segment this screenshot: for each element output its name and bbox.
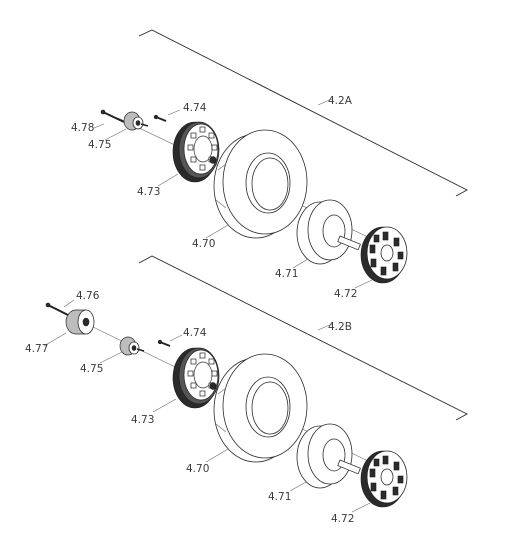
tyre-a	[213, 129, 308, 239]
label-adapter-b: 4.77	[25, 343, 48, 355]
outer-rim-a	[360, 226, 408, 284]
leader-471-a	[292, 258, 309, 269]
adapter-b	[65, 309, 95, 335]
assembly-a-leader	[317, 98, 333, 106]
inner-rim-a	[172, 121, 220, 183]
leader-475-b	[99, 351, 123, 364]
bolt-rim-b	[157, 339, 171, 347]
assembly-a-label: 4.2A	[328, 95, 353, 107]
assembly-a: 4.2A 4.78 4.75 4.74	[71, 29, 468, 300]
assembly-b-leader	[317, 323, 333, 331]
tube-b	[296, 423, 361, 489]
leader-473-b	[152, 398, 177, 413]
hub-b	[119, 336, 145, 356]
leader-478-a	[93, 123, 105, 129]
outer-rim-b	[360, 450, 408, 508]
label-hub-a: 4.75	[88, 139, 111, 151]
leader-470-a	[205, 224, 229, 239]
leader-476-b	[63, 299, 75, 308]
tyre-b	[213, 353, 308, 463]
label-tube-a: 4.71	[275, 268, 298, 280]
label-tube-b: 4.71	[268, 491, 291, 503]
label-bolt-rim-b: 4.74	[183, 327, 207, 339]
leader-472-b	[351, 502, 371, 513]
tube-a	[296, 199, 361, 265]
bolt-adapter-b	[45, 302, 69, 316]
label-tyre-a: 4.70	[192, 238, 215, 250]
bolt-hub-a	[100, 109, 125, 123]
label-inner-rim-b: 4.73	[131, 414, 154, 426]
leader-471-b	[289, 481, 307, 492]
assembly-b: 4.2B 4.76 4.77 4.75	[25, 255, 468, 525]
leader-474-a	[167, 109, 181, 116]
inner-rim-b	[172, 347, 220, 409]
label-bolt-rim-a: 4.74	[183, 102, 207, 114]
label-outer-rim-b: 4.72	[331, 513, 354, 525]
assembly-b-bracket	[138, 255, 468, 421]
label-tyre-b: 4.70	[186, 463, 209, 475]
label-inner-rim-a: 4.73	[137, 186, 160, 198]
assembly-b-label: 4.2B	[328, 321, 352, 333]
leader-474-b	[169, 334, 183, 342]
leader-475-a	[104, 128, 127, 141]
label-bolt-hub-a: 4.78	[71, 122, 94, 134]
assembly-a-bracket	[138, 29, 468, 197]
label-bolt-adapter-b: 4.76	[76, 290, 100, 302]
leader-473-a	[157, 173, 179, 187]
bolt-rim-a	[153, 114, 167, 122]
leader-470-b	[205, 448, 229, 463]
hub-a	[123, 111, 149, 131]
leader-477-b	[43, 332, 67, 347]
label-hub-b: 4.75	[80, 363, 103, 375]
label-outer-rim-a: 4.72	[334, 288, 357, 300]
leader-472-a	[354, 279, 373, 289]
